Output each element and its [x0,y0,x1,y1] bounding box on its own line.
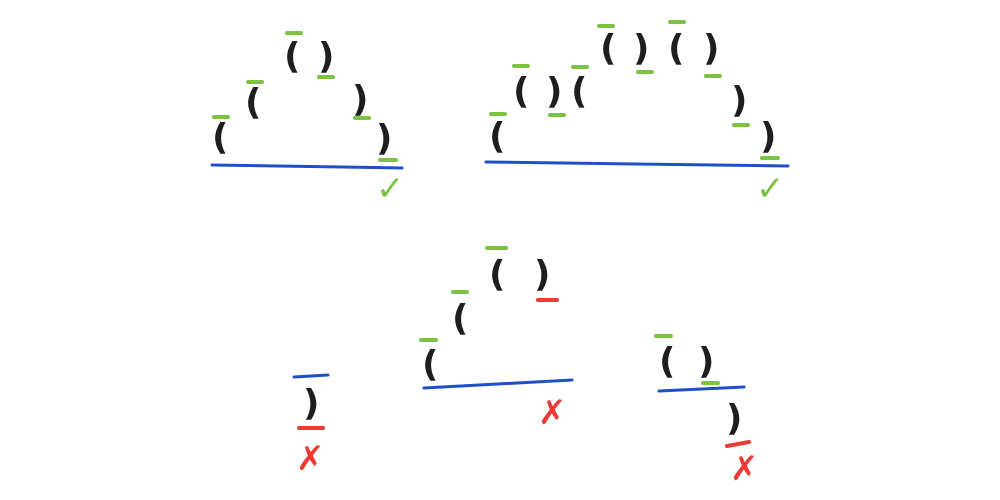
open-paren: ( [571,71,587,112]
cross-icon: ✗ [730,449,759,489]
open-paren: ( [422,344,438,385]
close-paren: ) [534,254,550,295]
close-paren: ) [698,341,714,382]
baseline [657,385,746,393]
open-paren: ( [284,36,300,77]
check-icon: ✓ [756,169,785,209]
cross-icon: ✗ [296,439,325,479]
check-icon: ✓ [376,169,405,209]
cross-icon: ✗ [538,393,567,433]
close-paren: ) [726,398,742,439]
close-paren: ) [760,116,776,157]
baseline [422,378,574,390]
open-paren: ( [659,341,675,382]
close-paren: ) [633,28,649,69]
close-paren: ) [703,28,719,69]
open-paren: ( [668,28,684,69]
diagram-valid-1: ( ( ( ) ) ) ✓ [210,31,405,209]
diagram-valid-2: ( ( ) ( ( ) ( ) ) ) ✓ [484,20,790,209]
height-mark-bad [725,440,751,448]
diagram-invalid-2: ( ( ( ) ✗ [419,246,574,433]
close-paren: ) [546,71,562,112]
baseline [210,163,404,170]
open-paren: ( [489,254,505,295]
close-paren: ) [376,118,392,159]
baseline [292,373,330,379]
close-paren: ) [731,80,747,121]
close-paren: ) [352,79,368,120]
open-paren: ( [489,116,505,157]
open-paren: ( [212,117,228,158]
close-paren: ) [318,36,334,77]
diagram-invalid-1: ) ✗ [292,373,330,479]
open-paren: ( [452,298,468,339]
open-paren: ( [600,28,616,69]
open-paren: ( [245,82,261,123]
open-paren: ( [513,71,529,112]
diagram-invalid-3: ( ) ) ✗ [654,334,759,489]
baseline [484,160,790,168]
close-paren: ) [303,383,319,424]
